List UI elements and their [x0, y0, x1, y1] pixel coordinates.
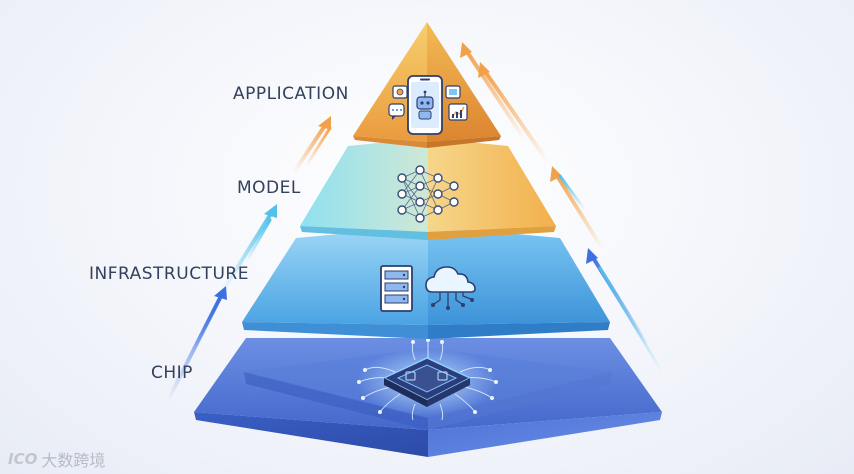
- arrow-icon: [304, 126, 332, 168]
- image-icon: [445, 85, 461, 99]
- chip-label: CHIP: [151, 363, 193, 383]
- processor-chip-icon: [357, 338, 498, 421]
- watermark: ICO 大数跨境: [8, 447, 105, 471]
- arrow-icon: [478, 62, 550, 164]
- application-label: APPLICATION: [233, 84, 349, 104]
- watermark-logo: ICO: [8, 450, 38, 468]
- arrow-icon: [460, 42, 527, 142]
- arrow-icon: [220, 204, 277, 294]
- cloud-network-icon: [425, 266, 476, 310]
- chart-icon: [448, 103, 468, 121]
- arrow-icon: [598, 266, 664, 374]
- server-rack-icon: [380, 265, 413, 312]
- right-upward-arrows: [460, 42, 664, 374]
- neural-network-icon: [397, 165, 459, 223]
- application-layer: [353, 22, 501, 148]
- arrow-icon: [292, 116, 331, 174]
- infrastructure-layer: [242, 226, 610, 339]
- infrastructure-label: INFRASTRUCTURE: [89, 264, 249, 284]
- arrow-icon: [550, 166, 604, 250]
- camera-icon: [392, 85, 408, 99]
- model-layer: [300, 138, 556, 240]
- watermark-text: 大数跨境: [41, 451, 106, 470]
- arrow-icon: [190, 296, 222, 354]
- chat-icon: [388, 103, 405, 120]
- robot-icon: [416, 90, 434, 120]
- arrow-icon: [244, 218, 272, 264]
- arrow-icon: [558, 174, 587, 212]
- model-label: MODEL: [237, 178, 301, 198]
- chip-layer: [194, 338, 662, 457]
- left-upward-arrows: [166, 116, 332, 402]
